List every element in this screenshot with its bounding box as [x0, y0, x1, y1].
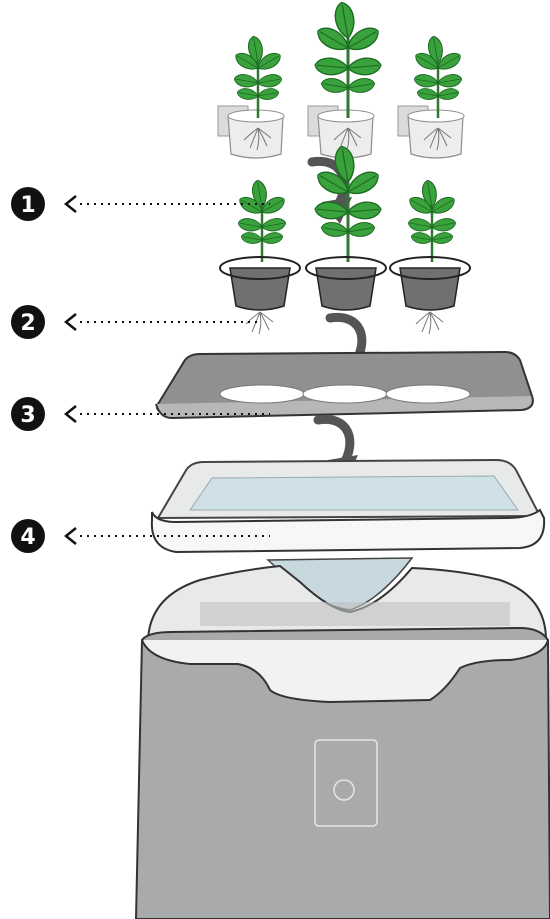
seedling-left: [218, 35, 284, 158]
step-number-1: 1: [20, 193, 35, 218]
water-reservoir: [152, 460, 544, 552]
seedling-middle: [308, 1, 382, 158]
net-pots-group: [220, 145, 470, 334]
tray-lid: [156, 352, 533, 418]
step-number-2: 2: [20, 311, 35, 336]
net-pot-middle: [306, 145, 386, 310]
step-number-3: 3: [20, 403, 35, 428]
step-number-4: 4: [20, 525, 35, 550]
step-marker-1: 1: [11, 187, 270, 221]
net-pot-left: [220, 179, 300, 334]
step-marker-2: 2: [11, 305, 262, 339]
seedling-right: [398, 35, 464, 158]
net-pot-right: [390, 179, 470, 334]
device-body: [136, 566, 550, 919]
seedlings-group: [218, 1, 464, 158]
